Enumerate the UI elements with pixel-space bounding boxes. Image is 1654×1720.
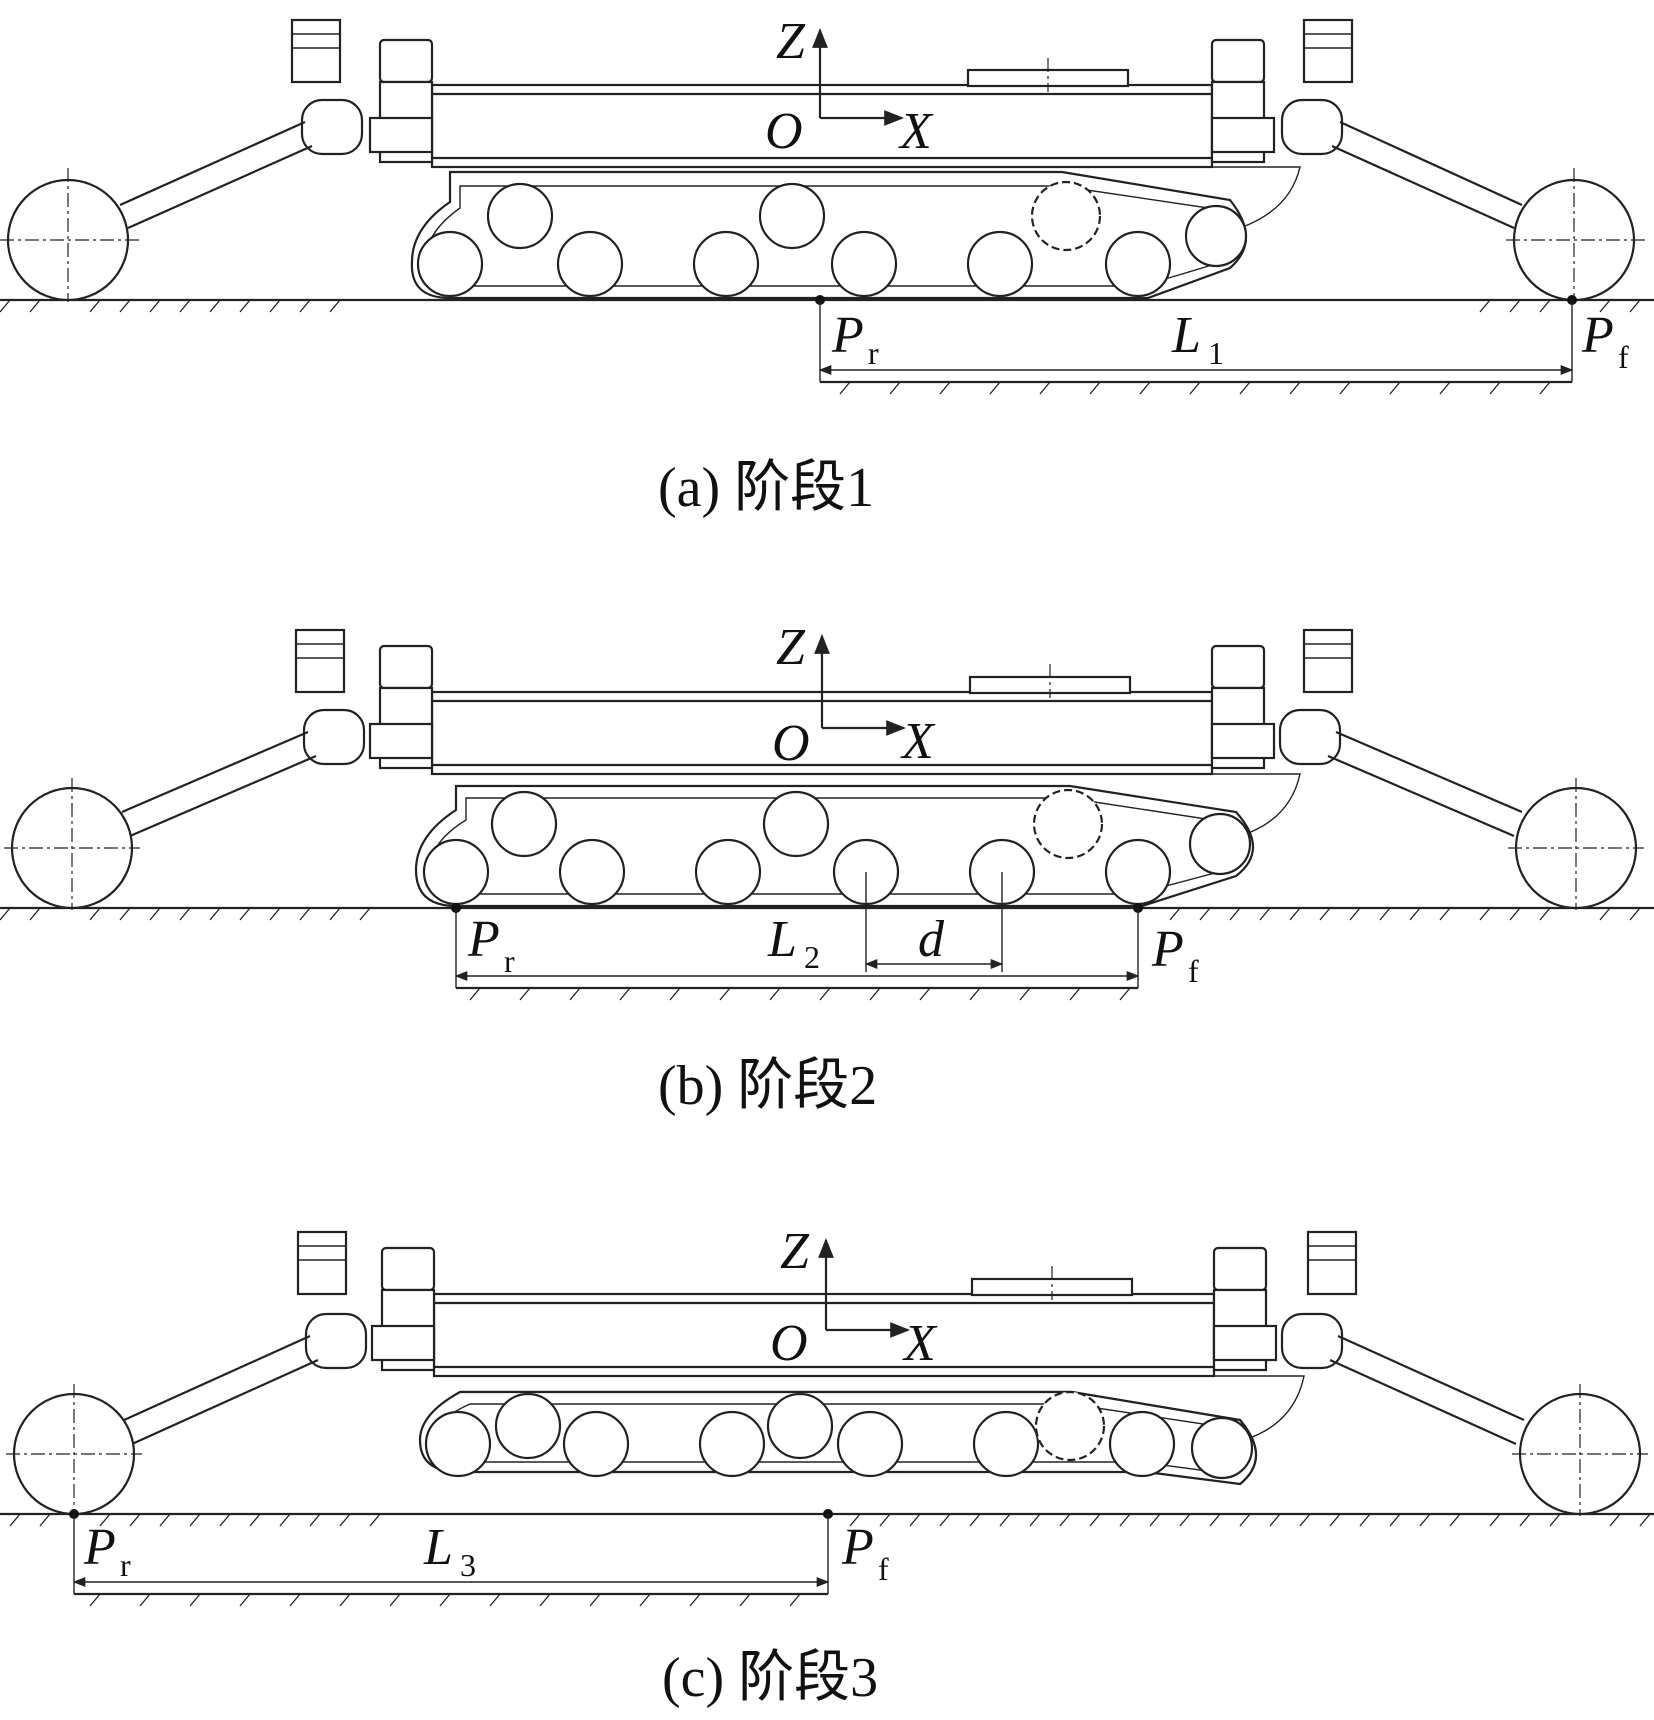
rear-point-subscript: r (120, 1547, 131, 1583)
ground-hatch (0, 299, 1641, 313)
x-axis-label: X (898, 103, 934, 160)
rear-point-label: P (467, 911, 500, 968)
length-subscript: 2 (804, 939, 820, 975)
rear-point-subscript: r (868, 335, 879, 371)
panel-stage-3: Z O X P r L 3 P f (c) 阶段3 (0, 1223, 1654, 1709)
rear-point-label: P (83, 1519, 116, 1576)
rear-point-label: P (831, 307, 864, 364)
length-label: L (423, 1519, 453, 1576)
origin-label: O (772, 715, 810, 772)
x-axis-label: X (900, 713, 936, 770)
length-label: L (1171, 307, 1201, 364)
length-subscript: 3 (460, 1547, 476, 1583)
front-point-label: P (1151, 921, 1184, 978)
panel-stage-2: Z O X P r L 2 d P f (b) 阶段2 (0, 619, 1654, 1117)
front-point-subscript: f (1618, 339, 1629, 375)
z-axis-label: Z (776, 13, 806, 70)
z-axis-label: Z (780, 1223, 810, 1280)
length-subscript: 1 (1208, 335, 1224, 371)
front-point-label: P (841, 1519, 874, 1576)
origin-label: O (765, 103, 803, 160)
front-point-subscript: f (1188, 953, 1199, 989)
caption-stage-1: (a) 阶段1 (658, 457, 874, 519)
caption-stage-2: (b) 阶段2 (658, 1055, 877, 1117)
front-point-label: P (1581, 307, 1614, 364)
z-axis-label: Z (776, 619, 806, 676)
panel-stage-1: Z O X P r L 1 P f (a) 阶段1 (0, 13, 1654, 519)
origin-label: O (770, 1315, 808, 1372)
caption-stage-3: (c) 阶段3 (662, 1647, 878, 1709)
robot-body (0, 18, 1654, 313)
spacing-label: d (918, 911, 945, 968)
road-wheels (416, 180, 1248, 298)
front-point-subscript: f (878, 1551, 889, 1587)
length-label: L (767, 911, 797, 968)
x-axis-label: X (902, 1315, 938, 1372)
rear-point-subscript: r (504, 943, 515, 979)
